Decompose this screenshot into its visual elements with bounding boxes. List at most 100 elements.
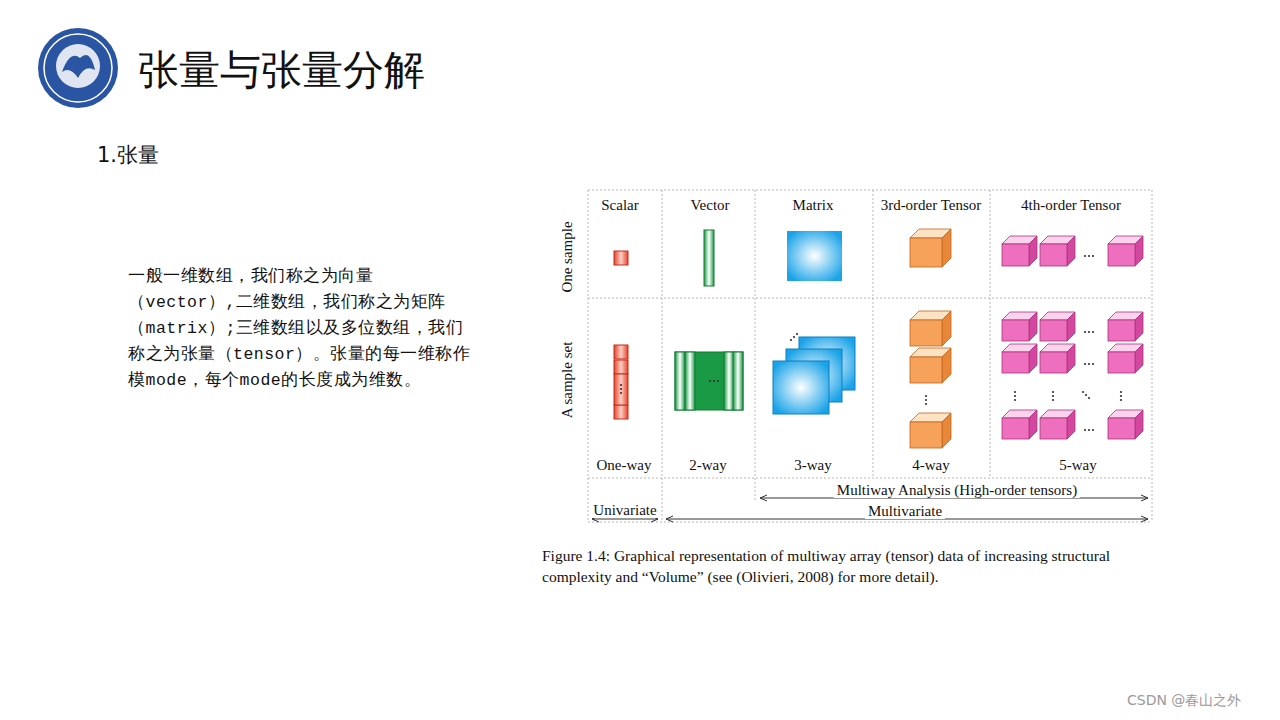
figure-label: One-way: [597, 457, 652, 473]
figure-label: 4th-order Tensor: [1021, 197, 1121, 213]
cube-front: [1002, 244, 1029, 266]
tensor-shapes: [614, 230, 855, 414]
body-paragraph: 一般一维数组，我们称之为向量（vector）,二维数组，我们称之为矩阵（matr…: [128, 264, 473, 394]
ellipsis-dot: [717, 380, 719, 382]
cube-front: [910, 422, 942, 448]
cube-front: [1040, 418, 1067, 439]
ellipsis-dot: [1092, 429, 1094, 431]
row-label: One sample: [559, 221, 575, 292]
figure-label: 4-way: [912, 457, 950, 473]
ellipsis-dot: [925, 395, 927, 397]
figure-label: 3rd-order Tensor: [881, 197, 982, 213]
cube-side: [1029, 410, 1037, 439]
cube-side: [1135, 410, 1143, 439]
cube-front: [1108, 244, 1135, 266]
cube-front: [910, 357, 942, 383]
cube-side: [1135, 312, 1143, 341]
figure-label: Multivariate: [865, 503, 945, 519]
cube-front: [910, 238, 942, 267]
ellipsis-dot: [1052, 391, 1054, 393]
ellipsis-dot: [1092, 255, 1094, 257]
repeated-shapes: [614, 229, 1143, 448]
scalar-cell: [614, 360, 628, 374]
ellipsis-dot: [1120, 391, 1122, 393]
figure-label: Vector: [690, 197, 729, 213]
figure-label: Multiway Analysis (High-order tensors): [834, 482, 1080, 498]
cube-side: [942, 311, 951, 346]
ellipsis-dot: [1088, 429, 1090, 431]
cube-front: [1040, 244, 1067, 266]
figure-label: Matrix: [793, 197, 834, 213]
cube-side: [942, 348, 951, 383]
cube-side: [1067, 344, 1075, 373]
ellipsis-dot: [1092, 363, 1094, 365]
cube-side: [1067, 410, 1075, 439]
ellipsis-dot: [1014, 395, 1016, 397]
ellipsis-dot: [793, 336, 795, 338]
ellipsis-dot: [796, 333, 798, 335]
cube-front: [1002, 418, 1029, 439]
cube-side: [1135, 344, 1143, 373]
ellipsis-dot: [1088, 397, 1090, 399]
watermark: CSDN @春山之外: [1127, 692, 1241, 710]
ellipsis-dot: [1092, 331, 1094, 333]
logo: [38, 28, 118, 108]
cube-front: [1040, 320, 1067, 341]
ellipsis-dot: [1014, 391, 1016, 393]
slide-title: 张量与张量分解: [138, 44, 425, 96]
ellipsis-dot: [1052, 395, 1054, 397]
range-arrows: [592, 498, 1148, 519]
figure-caption: Figure 1.4: Graphical representation of …: [542, 545, 1170, 587]
cube-side: [1135, 236, 1143, 266]
ellipsis-dot: [1052, 399, 1054, 401]
ellipsis-dot: [1085, 394, 1087, 396]
ellipsis-dot: [620, 388, 622, 390]
ellipsis-dot: [709, 380, 711, 382]
ellipsis-dot: [925, 403, 927, 405]
ellipsis-dot: [925, 399, 927, 401]
cube-front: [910, 320, 942, 346]
figure-label: Univariate: [590, 502, 659, 518]
ellipsis-dot: [1084, 429, 1086, 431]
scalar-cell: [614, 405, 628, 419]
cube-front: [1108, 320, 1135, 341]
ellipsis-dot: [1088, 331, 1090, 333]
ellipsis-dot: [713, 380, 715, 382]
ellipsis-dot: [1088, 255, 1090, 257]
ellipsis-dot: [1088, 363, 1090, 365]
cube-front: [1002, 352, 1029, 373]
cube-side: [1029, 344, 1037, 373]
cube-side: [1029, 236, 1037, 266]
ellipsis-dot: [1084, 331, 1086, 333]
row-label: A sample set: [559, 342, 575, 419]
cube-side: [1067, 236, 1075, 266]
ellipsis-dot: [620, 384, 622, 386]
figure-label: 3-way: [794, 457, 832, 473]
figure-label: 2-way: [689, 457, 727, 473]
cube-front: [1040, 352, 1067, 373]
figure-label: 5-way: [1059, 457, 1097, 473]
cube-front: [1108, 418, 1135, 439]
ellipsis-dot: [790, 339, 792, 341]
grid-lines: [588, 190, 1152, 522]
scalar-cell: [614, 374, 628, 405]
ellipsis-dot: [620, 392, 622, 394]
vector-stripe: [685, 352, 695, 410]
cube-side: [1029, 312, 1037, 341]
cube-side: [1067, 312, 1075, 341]
ellipsis-dot: [1014, 399, 1016, 401]
vector-stripe: [733, 352, 743, 410]
ellipsis-dot: [1082, 391, 1084, 393]
cube-side: [942, 413, 951, 448]
figure-label: Scalar: [601, 197, 638, 213]
ellipsis-dot: [1084, 363, 1086, 365]
ellipsis-dot: [1084, 255, 1086, 257]
scalar-cell: [614, 345, 628, 359]
cube-front: [1002, 320, 1029, 341]
cube-front: [1108, 352, 1135, 373]
ellipsis-dot: [1120, 399, 1122, 401]
vector-stripe: [675, 352, 685, 410]
ellipsis-dot: [1120, 395, 1122, 397]
section-heading: 1.张量: [97, 141, 159, 169]
